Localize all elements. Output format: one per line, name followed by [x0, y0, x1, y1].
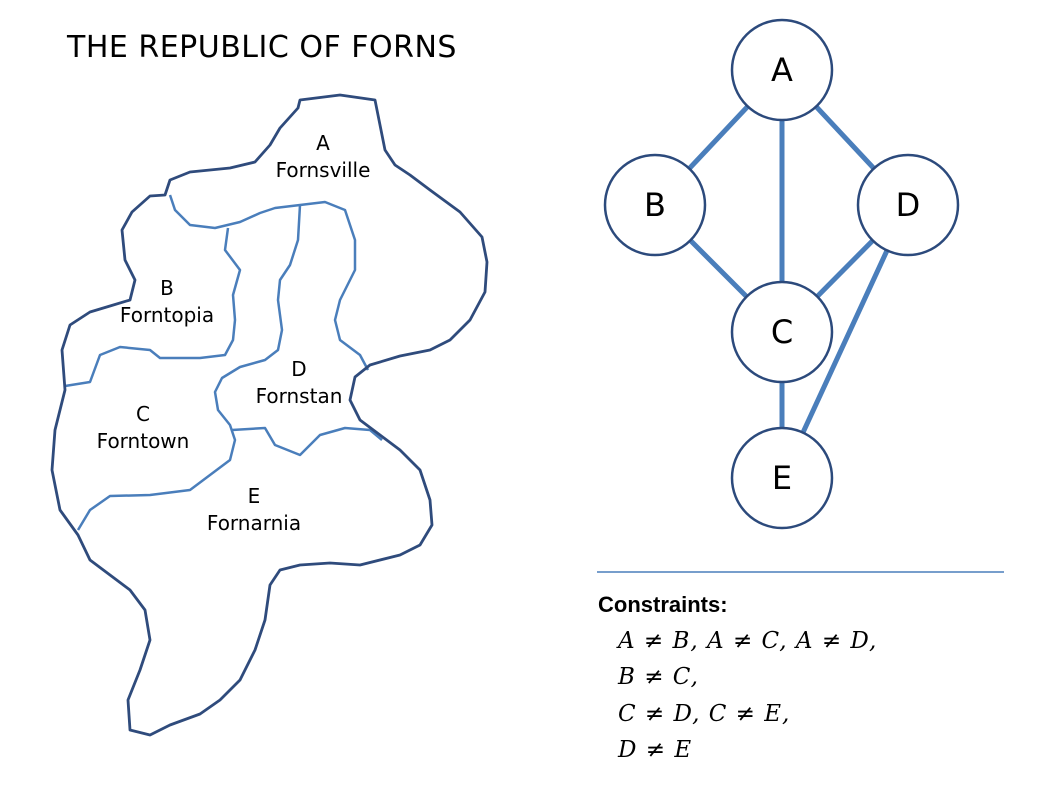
outer-border	[50, 93, 489, 737]
region-letter: A	[316, 131, 330, 155]
region-label-d: D Fornstan	[256, 356, 343, 410]
node-b	[603, 153, 707, 257]
map	[50, 93, 489, 737]
node-label-b: B	[644, 186, 666, 224]
node-label-d: D	[895, 186, 921, 224]
region-name: Fornarnia	[206, 511, 302, 535]
node-d	[856, 153, 960, 257]
node-label-e: E	[771, 459, 793, 497]
map-title: THE REPUBLIC OF FORNS	[67, 30, 457, 65]
border-d-e	[231, 426, 383, 457]
node-c	[730, 280, 834, 384]
constraint-graph	[603, 18, 960, 530]
constraint-line: C ≠ D, C ≠ E,	[618, 701, 791, 727]
constraint-line: B ≠ C,	[618, 664, 699, 690]
region-name: Forntopia	[119, 303, 215, 327]
region-label-b: B Forntopia	[120, 275, 214, 329]
region-name: Fornsville	[275, 158, 371, 182]
constraint-line: D ≠ E	[618, 737, 693, 763]
constraints-title: Constraints:	[598, 592, 728, 617]
constraint-line: A ≠ B, A ≠ C, A ≠ D,	[618, 628, 878, 654]
region-label-c: C Forntown	[97, 401, 190, 455]
region-letter: C	[136, 402, 150, 426]
region-name: Fornstan	[255, 384, 343, 408]
region-name: Forntown	[96, 429, 190, 453]
region-label-e: E Fornarnia	[207, 483, 301, 537]
region-letter: D	[291, 357, 307, 381]
border-b-cd	[64, 227, 242, 388]
region-letter: B	[160, 276, 174, 300]
border-a-bd	[168, 194, 370, 371]
node-e	[730, 426, 834, 530]
node-label-a: A	[771, 51, 793, 89]
border-d-bce	[76, 204, 302, 531]
region-label-a: A Fornsville	[276, 130, 371, 184]
node-a	[730, 18, 834, 122]
region-letter: E	[247, 484, 261, 508]
node-label-c: C	[770, 313, 794, 351]
